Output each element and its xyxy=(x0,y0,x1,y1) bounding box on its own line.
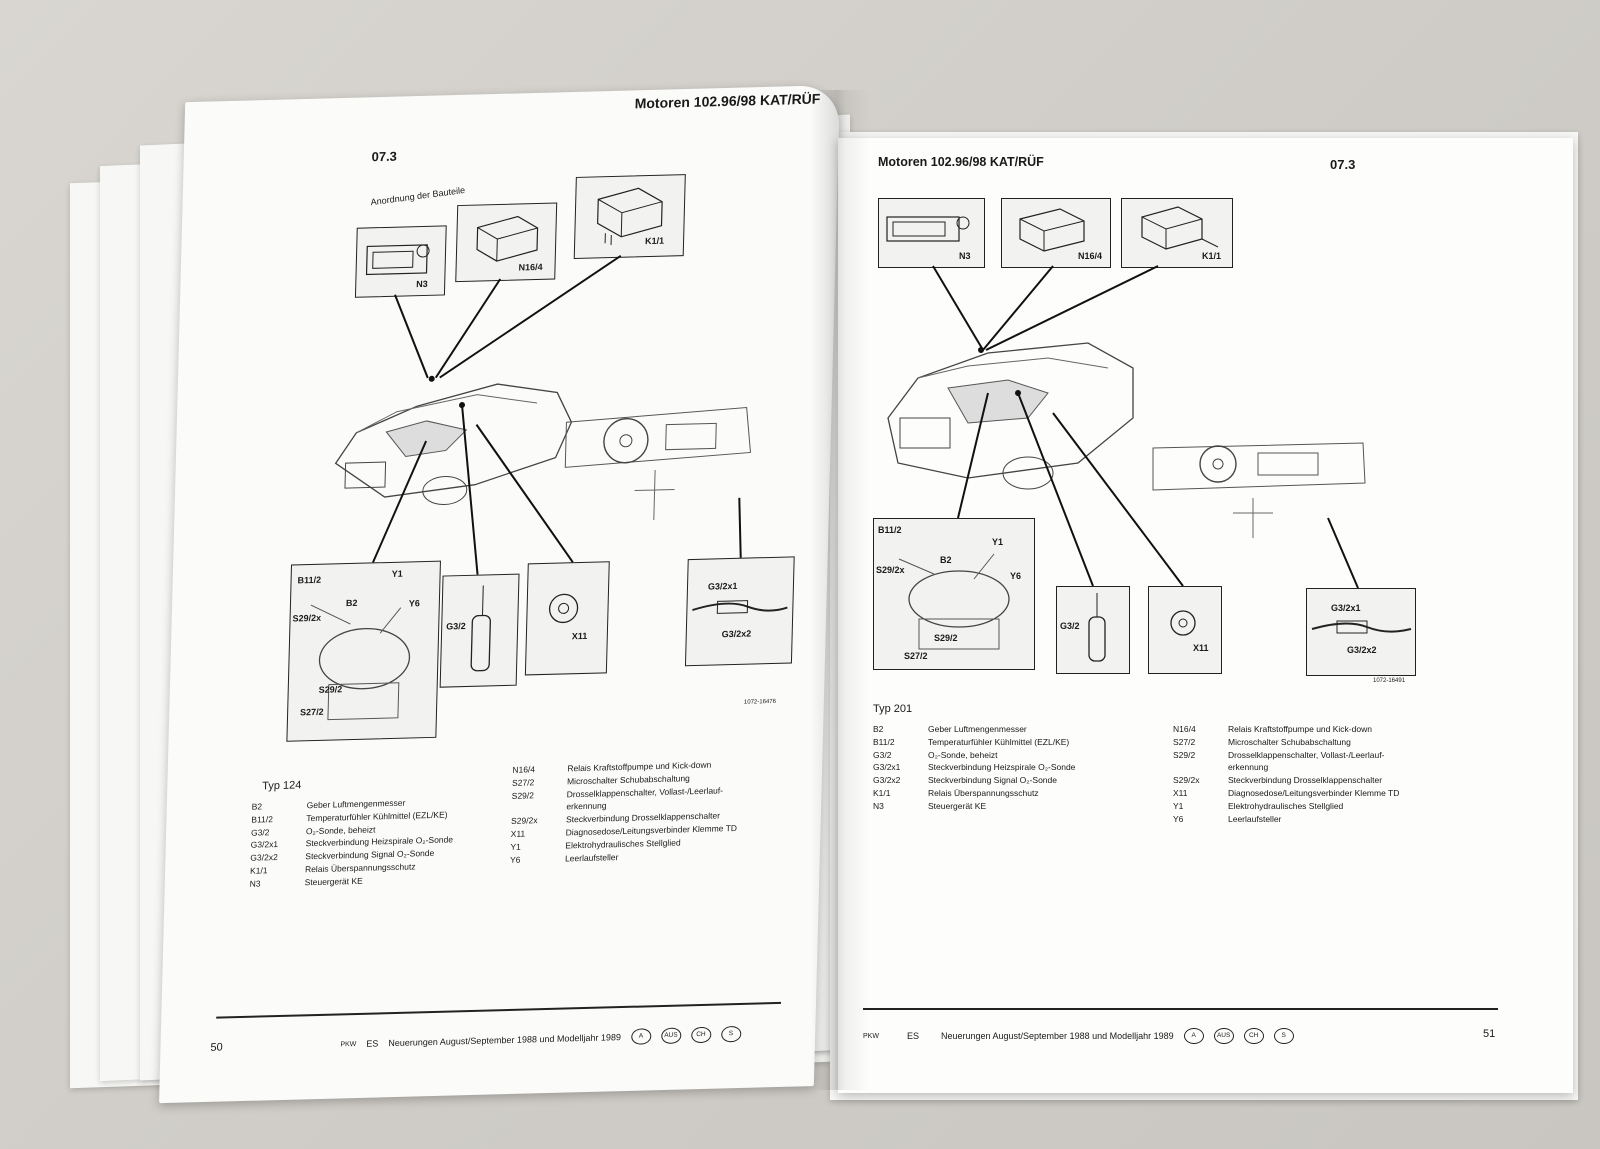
engine-detail-box: B11/2 Y1 S29/2x B2 Y6 S29/2 S27/2 xyxy=(873,518,1035,670)
relay-drawing xyxy=(476,215,539,262)
engine-label-y1: Y1 xyxy=(992,537,1004,547)
box-label: N16/4 xyxy=(1078,251,1103,261)
oxygen-sensor-drawing xyxy=(470,585,491,672)
engine-drawing xyxy=(898,553,1010,650)
car-engine-bay-illustration xyxy=(878,288,1148,508)
page-header-title: Motoren 102.96/98 KAT/RÜF xyxy=(878,155,1044,169)
component-box-n16-4: N16/4 xyxy=(455,202,558,283)
badge-aus: AUS xyxy=(1213,1028,1234,1044)
engine-label-s29-2x: S29/2x xyxy=(876,565,905,575)
component-box-k1-1: K1/1 xyxy=(1121,198,1233,268)
figure-id: 1072-16491 xyxy=(1373,678,1406,684)
component-box-k1-1: K1/1 xyxy=(573,174,686,260)
component-box-n16-4: N16/4 xyxy=(1001,198,1111,268)
box-label: K1/1 xyxy=(1202,251,1222,261)
sensor-box-g3-2: G3/2 xyxy=(439,573,520,688)
box-label: N3 xyxy=(959,251,971,261)
engine-label-b2: B2 xyxy=(940,555,952,565)
car-engine-bay-illustration xyxy=(324,307,579,514)
badge-ch: CH xyxy=(1243,1028,1264,1044)
footer-text: Neuerungen August/September 1988 und Mod… xyxy=(388,1032,622,1049)
footer-rule xyxy=(216,1001,782,1019)
dashboard-illustration xyxy=(554,377,758,532)
badge-aus: AUS xyxy=(660,1027,682,1045)
control-unit-drawing xyxy=(365,244,430,276)
footer-pkw: PKW xyxy=(863,1032,879,1040)
relay-drawing xyxy=(1019,208,1085,252)
sensor-box-x11: X11 xyxy=(1148,586,1222,674)
footer-pkw: PKW xyxy=(340,1040,357,1048)
footer-rule xyxy=(863,1008,1498,1010)
section-number: 07.3 xyxy=(1330,157,1356,172)
connector-box: G3/2x1 G3/2x2 xyxy=(1306,588,1416,676)
badge-a: A xyxy=(630,1028,652,1045)
page-number: 50 xyxy=(210,1041,223,1054)
dashboard-illustration xyxy=(1143,428,1373,548)
connector-drawing xyxy=(692,600,788,614)
diagnostic-socket-drawing xyxy=(548,593,579,624)
leader-lines xyxy=(932,265,1359,589)
control-unit-drawing xyxy=(886,216,970,242)
connector-drawing xyxy=(1311,620,1412,634)
sensor-label: X11 xyxy=(1193,643,1209,653)
engine-detail-box: B11/2 Y1 S29/2x B2 Y6 S29/2 S27/2 xyxy=(286,560,441,742)
connector-label-x2: G3/2x2 xyxy=(1347,645,1377,655)
engine-drawing xyxy=(310,604,411,721)
legend-title: Typ 124 xyxy=(262,779,302,793)
page-footer: PKW ES Neuerungen August/September 1988 … xyxy=(863,1028,1294,1044)
footer-es: ES xyxy=(366,1038,379,1049)
legend-title: Typ 201 xyxy=(873,703,913,715)
relay-drawing xyxy=(1141,206,1219,250)
badge-s: S xyxy=(1273,1028,1294,1044)
component-box-n3: N3 xyxy=(354,225,447,298)
relay-drawing xyxy=(597,187,663,246)
oxygen-sensor-drawing xyxy=(1088,593,1106,662)
component-box-n3: N3 xyxy=(878,198,985,268)
left-page: Motoren 102.96/98 KAT/RÜF 07.3 Anordnung… xyxy=(159,85,841,1104)
diagnostic-socket-drawing xyxy=(1170,610,1196,636)
sensor-box-x11: X11 xyxy=(524,561,610,676)
engine-label-s27-2: S27/2 xyxy=(904,651,928,661)
connector-label-x1: G3/2x1 xyxy=(1331,603,1361,613)
page-number: 51 xyxy=(1483,1028,1496,1040)
engine-label-b11-2: B11/2 xyxy=(878,525,902,535)
engine-label-y6: Y6 xyxy=(1010,571,1022,581)
engine-label-s29-2: S29/2 xyxy=(934,633,958,643)
badge-a: A xyxy=(1183,1028,1204,1044)
sensor-label: G3/2 xyxy=(1060,621,1080,631)
footer-es: ES xyxy=(906,1031,919,1041)
badge-ch: CH xyxy=(690,1026,712,1044)
connector-box: G3/2x1 G3/2x2 xyxy=(684,556,795,667)
badge-s: S xyxy=(720,1025,742,1043)
leader-lines xyxy=(372,254,742,575)
page-footer: PKW ES Neuerungen August/September 1988 … xyxy=(340,1025,742,1053)
right-page: Motoren 102.96/98 KAT/RÜF 07.3 N3 N16/4 … xyxy=(838,138,1573,1093)
footer-text: Neuerungen August/September 1988 und Mod… xyxy=(940,1031,1174,1041)
sensor-box-g3-2: G3/2 xyxy=(1056,586,1130,674)
legend-row: erkennung xyxy=(1228,762,1269,773)
